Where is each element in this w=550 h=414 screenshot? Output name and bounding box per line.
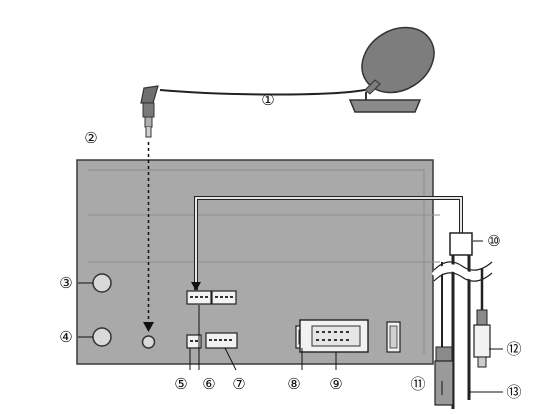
callout-4: ④ xyxy=(59,328,72,346)
connector-9 xyxy=(299,319,369,353)
connector-5 xyxy=(186,290,237,305)
leader-lines xyxy=(78,240,503,395)
callout-9: ⑨ xyxy=(329,375,342,393)
callout-12: ⑫ xyxy=(506,340,521,358)
microphone-cable xyxy=(159,89,366,96)
jack-3 xyxy=(92,273,112,293)
microphone-icon xyxy=(348,26,435,113)
component-11 xyxy=(434,346,454,406)
callout-2: ② xyxy=(84,129,97,147)
connector-7 xyxy=(205,332,238,349)
callout-6: ⑥ xyxy=(202,375,215,393)
callouts: ① ② ③ ④ ⑤ ⑥ ⑦ ⑧ ⑨ ⑩ ⑪ ⑫ ⑬ xyxy=(59,91,521,401)
callout-3: ③ xyxy=(59,274,72,292)
callout-10: ⑩ xyxy=(487,232,500,250)
callout-7: ⑦ xyxy=(232,375,245,393)
callout-11: ⑪ xyxy=(410,375,425,393)
insertion-arrowhead xyxy=(143,322,154,332)
jack-4 xyxy=(92,327,112,347)
callout-8: ⑧ xyxy=(287,375,300,393)
callout-5: ⑤ xyxy=(174,375,187,393)
microphone-input-jack xyxy=(141,335,156,349)
usb-port xyxy=(386,321,401,353)
callout-13: ⑬ xyxy=(506,383,521,401)
rca-plug-icon xyxy=(473,268,491,368)
cable-arrowhead xyxy=(191,282,201,291)
connector-6 xyxy=(186,334,202,349)
component-10 xyxy=(449,232,473,256)
head-unit-rear xyxy=(76,159,440,365)
callout-1: ① xyxy=(261,91,274,109)
mini-jack-plug-icon xyxy=(140,85,159,138)
